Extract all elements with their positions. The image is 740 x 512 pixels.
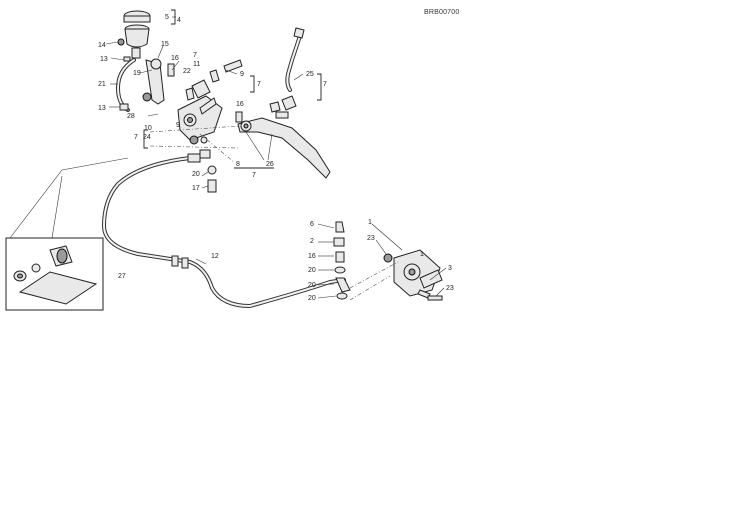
callout-20: 20 [308, 282, 316, 289]
reservoir-hose [116, 58, 175, 112]
callout-19: 19 [133, 70, 141, 77]
callout-24: 24 [143, 134, 151, 141]
callout-12: 12 [211, 253, 219, 260]
callout-labels: 5 4 14 13 15 21 19 16 13 28 7 11 22 9 7 … [98, 14, 454, 302]
callout-16-right: 16 [236, 101, 244, 108]
clutch-slave-cylinder [383, 249, 443, 301]
callout-22: 22 [183, 68, 191, 75]
callout-6: 6 [310, 221, 314, 228]
callout-23-right: 23 [446, 285, 454, 292]
bleed-valve-stack [333, 221, 351, 300]
callout-16-lower: 16 [308, 253, 316, 260]
callout-28: 28 [127, 113, 135, 120]
callout-4: 4 [177, 17, 181, 24]
clutch-switch-cable [281, 27, 305, 111]
callout-13-top: 13 [100, 56, 108, 63]
callout-27: 27 [118, 273, 126, 280]
callout-10: 10 [144, 125, 152, 132]
clutch-lever [235, 101, 331, 179]
callout-20-lower: 20 [308, 295, 316, 302]
banjo-bolt-upper [207, 165, 217, 193]
callout-21: 21 [98, 81, 106, 88]
callout-8: 8 [236, 161, 240, 168]
callout-17: 17 [192, 185, 200, 192]
fluid-reservoir [105, 10, 151, 62]
callout-7-far-right: 7 [323, 81, 327, 88]
callout-11: 11 [193, 61, 200, 68]
callout-14: 14 [98, 42, 106, 49]
callout-20-mid: 20 [308, 267, 316, 274]
callout-7-bottom: 7 [252, 172, 256, 179]
leader-lines [109, 9, 447, 301]
callout-9-left: 9 [176, 122, 180, 129]
callout-9-right: 9 [240, 71, 244, 78]
seal-kit-inset [5, 157, 129, 311]
callout-2: 2 [310, 238, 314, 245]
drawing-code: BRB00700 [424, 9, 459, 16]
callout-16-left: 16 [171, 55, 179, 62]
callout-26: 26 [266, 161, 274, 168]
clutch-hose [102, 153, 346, 308]
callout-5: 5 [165, 14, 169, 21]
callout-7-left: 7 [134, 134, 138, 141]
callout-1-right: 1 [420, 251, 424, 258]
callout-25: 25 [306, 71, 314, 78]
clutch-master-cylinder [177, 59, 243, 159]
callout-7-right: 7 [257, 81, 261, 88]
callout-7-top: 7 [193, 52, 197, 59]
callout-15: 15 [161, 41, 169, 48]
callout-23-left: 23 [367, 235, 375, 242]
callout-13-bottom: 13 [98, 105, 106, 112]
callout-20-upper: 20 [192, 171, 200, 178]
callout-3: 3 [448, 265, 452, 272]
callout-1-top: 1 [368, 219, 372, 226]
